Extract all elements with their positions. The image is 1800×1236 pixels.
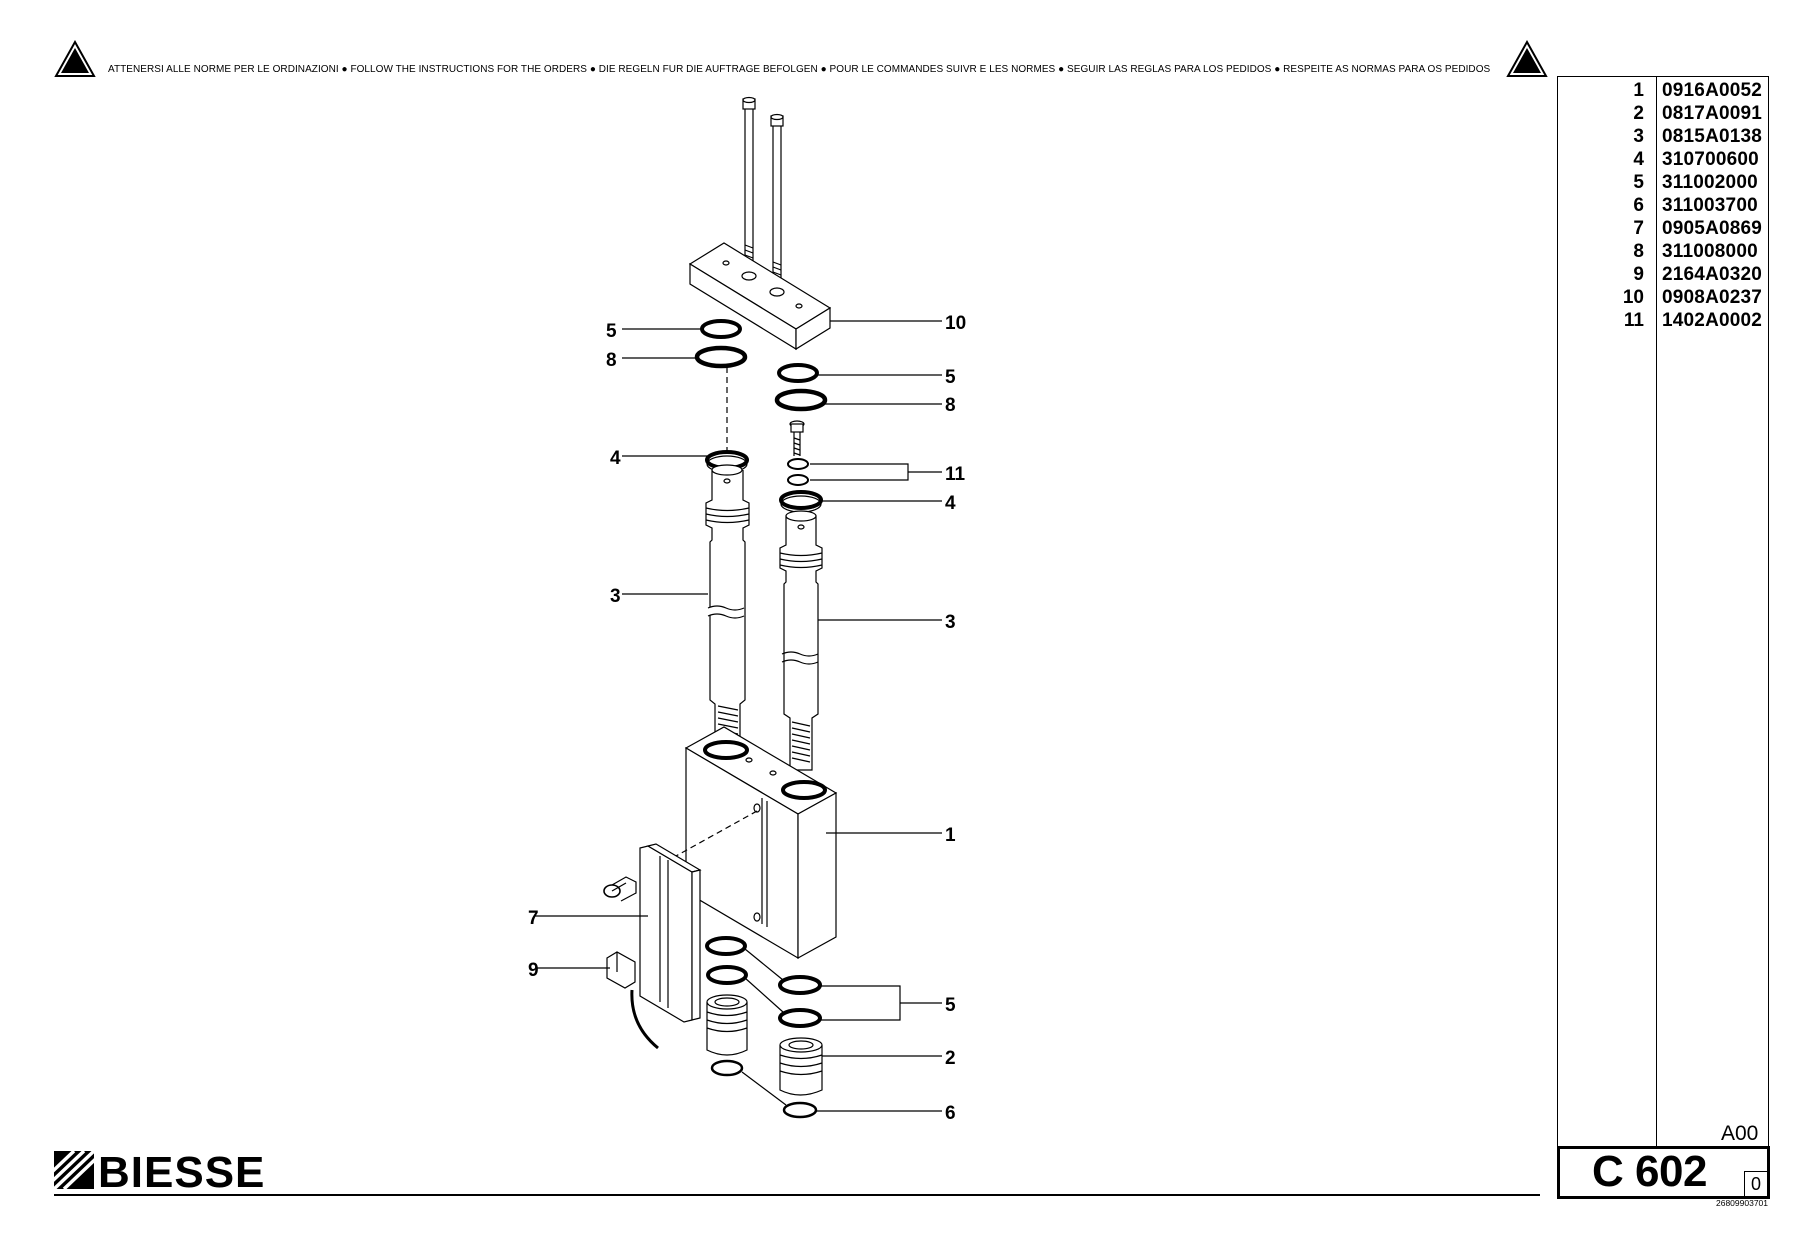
seal-ring-8-left: [694, 345, 748, 369]
callout-4: 4: [610, 448, 621, 469]
document-number: 26809903701: [1716, 1198, 1769, 1208]
callout-8: 8: [945, 395, 956, 416]
callout-5: 5: [945, 995, 956, 1016]
parts-row: 6 311003700: [1558, 195, 1768, 218]
upper-block: [688, 242, 832, 351]
part-code: 311002000: [1662, 172, 1758, 193]
callout-3: 3: [945, 612, 956, 633]
order-instructions-notice: ATTENERSI ALLE NORME PER LE ORDINAZIONI …: [108, 64, 1491, 75]
seal-ring-5-lower-4: [778, 1008, 822, 1028]
callout-6: 6: [945, 1103, 956, 1124]
part-number: 8: [1633, 241, 1644, 262]
callout-2: 2: [945, 1048, 956, 1069]
part-number: 9: [1633, 264, 1644, 285]
warning-triangle-icon: [54, 40, 96, 77]
drawing-sub-index: 0: [1744, 1171, 1767, 1197]
parts-row: 2 0817A0091: [1558, 103, 1768, 126]
parts-list-divider: [1656, 77, 1657, 1146]
ring-6-left: [710, 1059, 744, 1077]
part-number: 7: [1633, 218, 1644, 239]
seal-ring-5-lower-1: [705, 936, 747, 956]
callout-11: 11: [945, 464, 966, 485]
part-number: 6: [1633, 195, 1644, 216]
cylinder-body: [684, 726, 838, 960]
callout-8: 8: [606, 350, 617, 371]
piston-rod-right: [779, 510, 823, 771]
parts-row: 10 0908A0237: [1558, 287, 1768, 310]
part-code: 311003700: [1662, 195, 1758, 216]
seal-ring-5-right: [777, 363, 819, 383]
part-number: 5: [1633, 172, 1644, 193]
revision-label: A00: [1721, 1122, 1759, 1145]
bracket-screw: [603, 876, 637, 902]
seal-ring-5-lower-3: [778, 975, 822, 995]
drawing-code: C 602: [1592, 1147, 1707, 1196]
part-number: 3: [1633, 126, 1644, 147]
part-code: 0817A0091: [1662, 103, 1763, 124]
ring-4-right: [779, 490, 823, 513]
part-code: 0815A0138: [1662, 126, 1763, 147]
callout-1: 1: [945, 825, 956, 846]
brand-name: BIESSE: [98, 1149, 265, 1191]
callout-5: 5: [606, 321, 617, 342]
seal-ring-8-right: [774, 388, 828, 412]
proximity-sensor: [606, 951, 659, 1050]
callout-7: 7: [528, 908, 539, 929]
part-number: 4: [1633, 149, 1644, 170]
callout-4: 4: [945, 493, 956, 514]
callout-9: 9: [528, 960, 539, 981]
parts-row: 9 2164A0320: [1558, 264, 1768, 287]
parts-row: 3 0815A0138: [1558, 126, 1768, 149]
part-code: 310700600: [1662, 149, 1759, 170]
parts-row: 7 0905A0869: [1558, 218, 1768, 241]
biesse-logo: BIESSE: [54, 1149, 265, 1191]
callout-10: 10: [945, 313, 966, 334]
biesse-logo-stripes-icon: [54, 1151, 94, 1189]
part-number: 11: [1623, 310, 1644, 331]
seal-ring-5-left: [700, 319, 742, 339]
part-code: 311008000: [1662, 241, 1758, 262]
parts-row: 1 0916A0052: [1558, 80, 1768, 103]
parts-row: 4 310700600: [1558, 149, 1768, 172]
ring-6-right: [782, 1101, 818, 1119]
small-screw: [789, 420, 805, 456]
part-number: 2: [1633, 103, 1644, 124]
long-screw-left: [742, 96, 756, 270]
part-code: 2164A0320: [1662, 264, 1763, 285]
part-code: 1402A0002: [1662, 310, 1763, 331]
part-number: 1: [1633, 80, 1644, 101]
bushing-2-right: [779, 1037, 823, 1096]
bushing-2-left: [706, 994, 748, 1056]
warning-triangle-icon-right: [1506, 40, 1548, 77]
callout-3: 3: [610, 586, 621, 607]
parts-row: 11 1402A0002: [1558, 310, 1768, 333]
long-screw-right: [770, 113, 784, 287]
seal-ring-5-lower-2: [706, 965, 748, 985]
part-code: 0916A0052: [1662, 80, 1763, 101]
sensor-bracket: [639, 843, 702, 1023]
part-code: 0905A0869: [1662, 218, 1763, 239]
parts-list-panel: 1 0916A0052 2 0817A0091 3 0815A0138 4 310700…: [1557, 76, 1769, 1146]
piston-rod-left: [705, 464, 750, 741]
part-code: 0908A0237: [1662, 287, 1763, 308]
washer-11-top: [787, 458, 809, 470]
parts-row: 5 311002000: [1558, 172, 1768, 195]
washer-11-bottom: [787, 474, 809, 486]
callout-5: 5: [945, 367, 956, 388]
part-number: 10: [1622, 287, 1644, 308]
footer-rule: [54, 1194, 1540, 1196]
drawing-code-box: C 602 0: [1557, 1146, 1770, 1199]
parts-row: 8 311008000: [1558, 241, 1768, 264]
